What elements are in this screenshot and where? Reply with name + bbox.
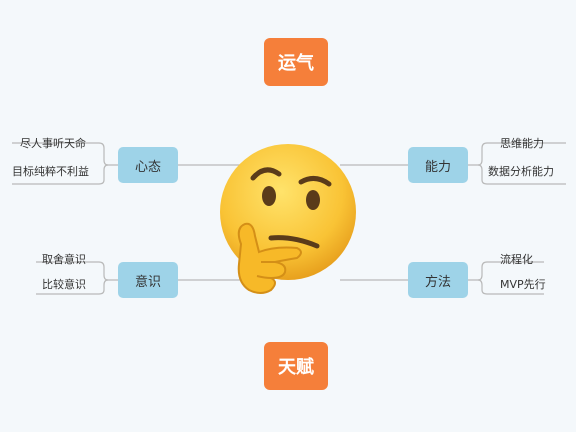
node-method-label: 方法: [424, 274, 451, 290]
leaf-mindset-1: 尽人事听天命: [20, 137, 86, 150]
connector-line: [477, 279, 544, 295]
leaf-ability-1: 思维能力: [500, 137, 544, 150]
node-talent-label: 天赋: [278, 357, 314, 378]
leaf-awareness-1: 取舍意识: [42, 253, 86, 266]
node-awareness-label: 意识: [134, 274, 161, 290]
node-mindset-label: 心态: [134, 159, 161, 175]
connector-line: [36, 279, 109, 295]
node-ability-label: 能力: [424, 159, 451, 175]
leaf-method-2: MVP先行: [500, 278, 546, 291]
node-talent: 天赋: [264, 342, 328, 390]
thinking-face-icon: [220, 144, 356, 294]
leaf-ability-2: 数据分析能力: [488, 165, 554, 178]
node-ability: 能力: [408, 147, 468, 183]
node-method: 方法: [408, 262, 468, 298]
leaf-mindset-2: 目标纯粹不利益: [12, 165, 89, 178]
connector-line: [12, 164, 109, 185]
leaf-awareness-2: 比较意识: [42, 278, 86, 291]
leaf-method-1: 流程化: [500, 253, 533, 266]
connector-line: [477, 164, 566, 185]
node-mindset: 心态: [118, 147, 178, 183]
node-awareness: 意识: [118, 262, 178, 298]
node-luck: 运气: [264, 38, 328, 86]
node-luck-label: 运气: [278, 53, 314, 74]
